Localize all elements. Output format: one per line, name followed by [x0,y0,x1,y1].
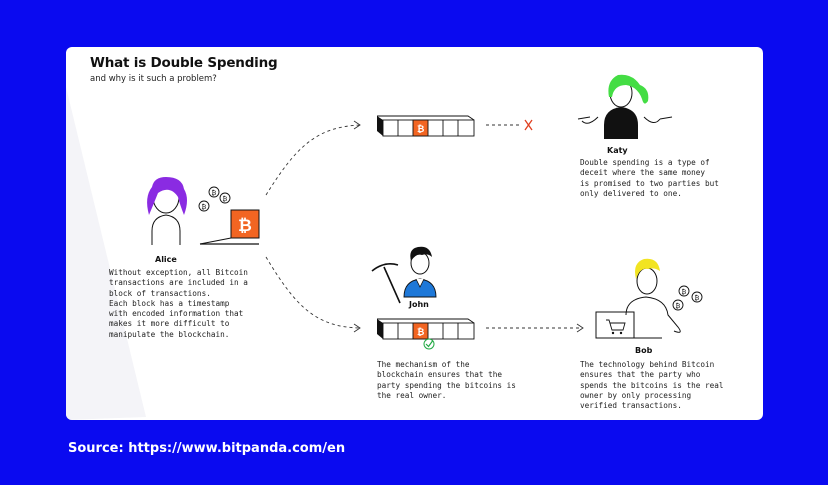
arrow-to-top-chain [265,124,361,196]
svg-text:₿: ₿ [238,216,252,236]
katy-name: Katy [607,146,628,155]
svg-text:₿: ₿ [682,288,687,296]
alice-figure [147,177,187,245]
source-link[interactable]: Source: https://www.bitpanda.com/en [68,441,346,456]
check-icon [423,338,435,350]
katy-hair [608,74,649,104]
alice-name: Alice [155,255,177,264]
blockchain-bottom: ₿ [377,318,475,340]
pickaxe-icon [371,263,401,304]
katy-figure [577,74,673,139]
bob-name: Bob [635,346,653,355]
bob-description: The technology behind Bitcoin ensures th… [580,360,724,411]
svg-text:₿: ₿ [417,124,424,135]
svg-text:₿: ₿ [202,203,207,211]
alice-description: Without exception, all Bitcoin transacti… [109,268,248,339]
alice-hair [147,177,187,215]
svg-text:₿: ₿ [223,195,228,203]
bitcoin-icon: ₿ ₿ ₿ [198,186,231,212]
cart-icon [595,311,662,339]
page-title: What is Double Spending [90,55,278,71]
bitcoin-icon: ₿ ₿ ₿ [672,285,703,311]
john-figure [403,246,437,298]
svg-text:₿: ₿ [417,327,424,338]
background-wedge [66,87,146,420]
john-name: John [409,300,429,309]
laptop-icon: ₿ [199,209,260,245]
infographic-card: What is Double Spending and why is it su… [66,47,763,420]
svg-text:₿: ₿ [212,189,217,197]
john-description: The mechanism of the blockchain ensures … [377,360,516,400]
blockchain-top: ₿ [377,115,475,137]
arrow-to-bottom-chain [265,256,361,329]
bob-hair [635,258,660,279]
svg-text:₿: ₿ [676,302,681,310]
cross-icon [524,119,533,131]
diagram-canvas: ₿ ₿ ₿ ₿ ₿ [66,74,703,420]
page-subtitle: and why is it such a problem? [90,74,217,84]
katy-description: Double spending is a type of deceit wher… [580,158,719,198]
bob-figure [625,258,681,333]
svg-text:₿: ₿ [695,294,700,302]
